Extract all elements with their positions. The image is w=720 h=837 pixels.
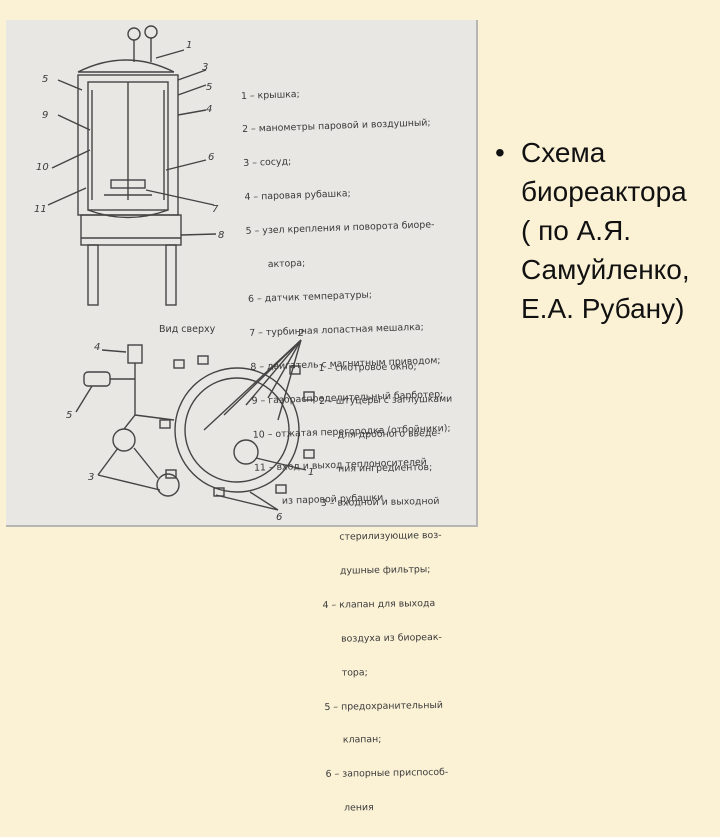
legend-line: клапан; bbox=[324, 734, 382, 747]
legend-line: 4 – паровая рубашка; bbox=[244, 188, 351, 204]
callout-label: 6 bbox=[276, 512, 282, 523]
air-filter bbox=[112, 428, 136, 452]
caption-line: Самуйленко, bbox=[521, 254, 690, 285]
callout-label: 4 bbox=[94, 342, 100, 353]
callout-label: 2 bbox=[298, 328, 304, 339]
vessel-top-view bbox=[174, 367, 300, 493]
slide-caption: • Схема биореактора ( по А.Я. Самуйленко… bbox=[495, 133, 717, 328]
callout-label: 5 bbox=[66, 410, 72, 421]
callout-label: 7 bbox=[212, 204, 219, 215]
impeller bbox=[110, 179, 146, 189]
legend-line: 1 – крышка; bbox=[240, 88, 300, 102]
caption-line: ( по А.Я. bbox=[521, 215, 632, 246]
legend-line: 6 – запорные приспособ- bbox=[325, 767, 449, 781]
legend-line: 7 – турбинная лопастная мешалка; bbox=[249, 321, 424, 339]
air-filter bbox=[156, 473, 180, 497]
stand-frame bbox=[80, 214, 182, 246]
scanned-figure: 1 3 5 5 9 4 10 6 7 11 8 4 5 2 3 1 6 1 – … bbox=[6, 20, 478, 814]
legend-line: 2 – штуцеры с заглушками bbox=[318, 394, 453, 408]
callout-label: 5 bbox=[42, 74, 48, 85]
legend-line: 1 – смотровое окно; bbox=[318, 360, 417, 374]
callout-label: 1 bbox=[308, 467, 314, 478]
bullet-marker: • bbox=[495, 137, 505, 168]
top-view-caption: Вид сверху bbox=[159, 324, 216, 335]
callout-label: 1 bbox=[186, 40, 192, 51]
stand-leg bbox=[165, 244, 177, 306]
callout-label: 4 bbox=[206, 104, 212, 115]
legend-line: 5 – узел крепления и поворота биоре- bbox=[245, 219, 435, 238]
callout-label: 11 bbox=[34, 204, 47, 215]
safety-valve bbox=[83, 371, 111, 387]
legend-line: 3 – сосуд; bbox=[243, 156, 292, 170]
caption-line: биореактора bbox=[521, 176, 687, 207]
legend-line: 4 – клапан для выхода bbox=[322, 597, 436, 611]
top-view-legend: 1 – смотровое окно; 2 – штуцеры с заглуш… bbox=[318, 338, 460, 837]
legend-line: ния ингредиентов; bbox=[320, 462, 433, 476]
callout-label: 9 bbox=[42, 110, 48, 121]
vessel-lid bbox=[77, 59, 175, 73]
pressure-gauge bbox=[144, 25, 158, 39]
air-release-valve bbox=[127, 344, 143, 364]
sight-window bbox=[233, 439, 259, 465]
callout-label: 3 bbox=[202, 62, 208, 73]
caption-line: Схема bbox=[521, 137, 606, 168]
legend-line: душные фильтры; bbox=[321, 564, 431, 577]
caption-line: Е.А. Рубану) bbox=[521, 293, 685, 324]
pressure-gauge bbox=[127, 27, 141, 41]
callout-label: 6 bbox=[208, 152, 214, 163]
legend-line: 5 – предохранительный bbox=[324, 699, 443, 713]
legend-line: ления bbox=[326, 802, 374, 815]
bioreactor-drawing: 1 3 5 5 9 4 10 6 7 11 8 4 5 2 3 1 6 bbox=[34, 25, 315, 523]
legend-line: стерилизующие воз- bbox=[321, 529, 442, 544]
callout-label: 8 bbox=[218, 230, 224, 241]
legend-line: актора; bbox=[246, 257, 306, 271]
legend-line: воздуха из биореак- bbox=[323, 631, 442, 645]
legend-line: 2 – манометры паровой и воздушный; bbox=[241, 117, 431, 136]
legend-line: для дробного введе- bbox=[319, 428, 441, 442]
legend-line: 3 – входной и выходной bbox=[320, 496, 440, 510]
callout-label: 5 bbox=[206, 82, 212, 93]
stand-leg bbox=[87, 244, 99, 306]
callout-label: 10 bbox=[36, 162, 49, 173]
callout-label: 3 bbox=[88, 472, 94, 483]
legend-line: тора; bbox=[323, 666, 368, 679]
legend-line: 6 – датчик температуры; bbox=[247, 289, 373, 305]
